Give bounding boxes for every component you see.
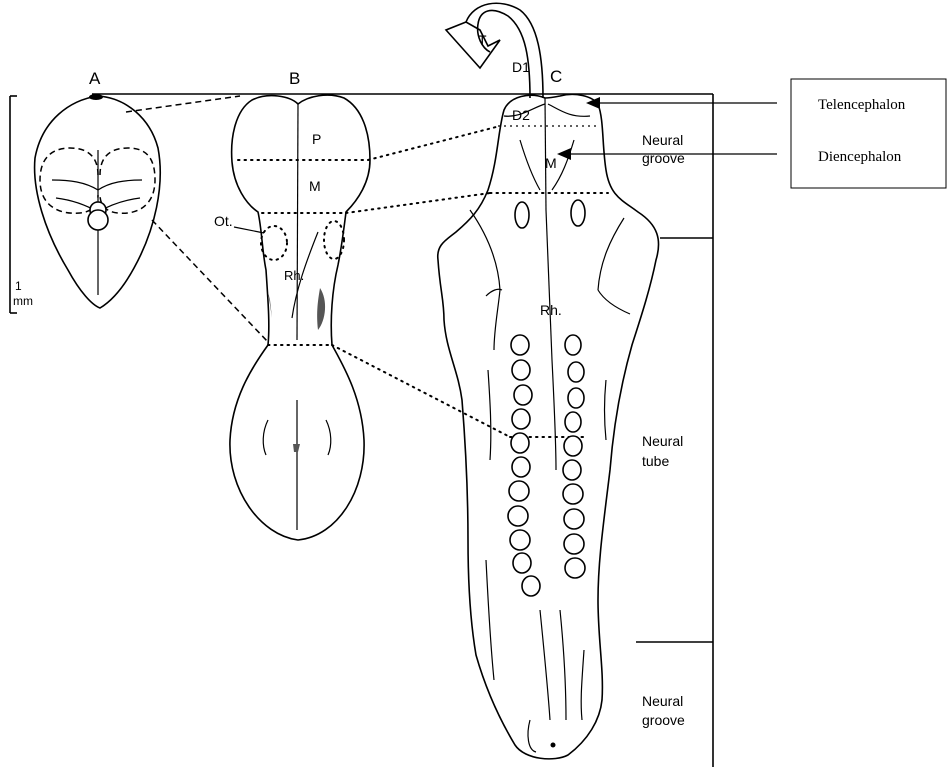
panel-label-a: A	[89, 69, 101, 88]
panel-label-c: C	[550, 67, 562, 86]
label-p: P	[312, 131, 321, 147]
arrowhead-diencephalon-icon	[557, 148, 571, 160]
scale-bar: 1 mm	[10, 96, 33, 313]
callout-telencephalon: Telencephalon	[818, 97, 906, 113]
region-tube-line1: Neural	[642, 433, 683, 449]
embryo-c: T	[438, 3, 659, 759]
scale-unit: mm	[13, 294, 33, 308]
label-m-b: M	[309, 178, 321, 194]
region-groove-top-line1: Neural	[642, 132, 683, 148]
region-groove-top-line2: groove	[642, 150, 685, 166]
callout-diencephalon: Diencephalon	[818, 149, 902, 165]
label-rh-b: Rh.	[284, 268, 304, 283]
callout-box: Telencephalon Diencephalon	[791, 79, 946, 188]
label-t: T	[478, 32, 487, 48]
embryo-a	[35, 94, 161, 308]
label-d1: D1	[512, 59, 530, 75]
label-d2: D2	[512, 107, 530, 123]
region-tube-line2: tube	[642, 453, 669, 469]
region-groove-bottom-line1: Neural	[642, 693, 683, 709]
label-rh-c: Rh.	[540, 302, 562, 318]
connector-b-c	[332, 126, 510, 437]
connector-a-b	[126, 96, 268, 342]
embryo-b: P M Ot. Rh.	[214, 95, 370, 540]
somites-left	[508, 335, 540, 596]
somites-right	[563, 335, 585, 578]
region-groove-bottom-line2: groove	[642, 712, 685, 728]
scale-value: 1	[15, 279, 22, 293]
label-ot: Ot.	[214, 213, 233, 229]
label-m-c: M	[545, 155, 557, 171]
frame	[92, 94, 713, 767]
panel-label-b: B	[289, 69, 300, 88]
